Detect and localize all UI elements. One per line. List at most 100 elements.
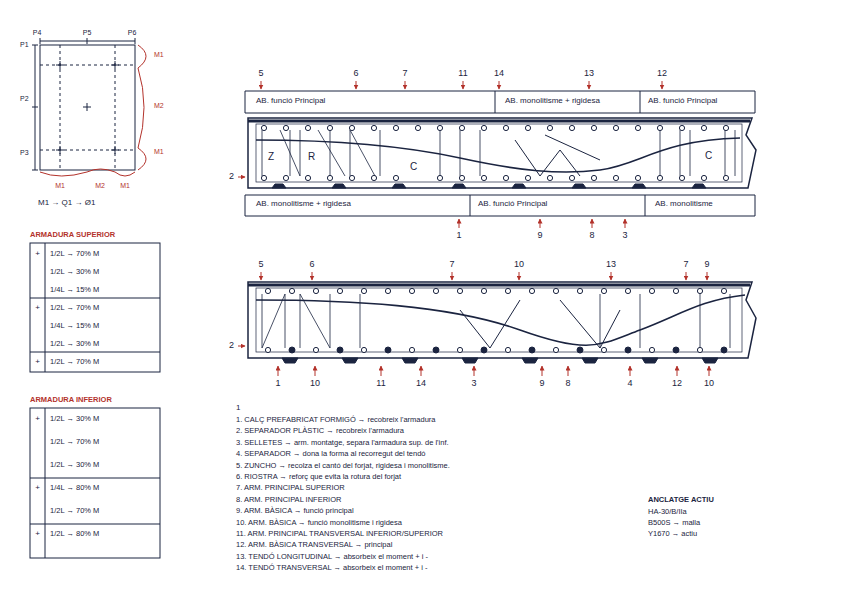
leader-line [592,219,593,228]
beam-section [635,125,640,130]
table-cell: 1/2L → 70% M [50,438,99,447]
beam-section [265,288,270,293]
sign-mark: + [35,357,40,366]
beam-section [262,130,735,176]
sign-mark: + [35,483,40,492]
beam-section [261,175,266,180]
beam-section [613,175,618,180]
note-text: 9. ARM. BÀSICA → funció principal [236,507,354,516]
leader-line [238,346,245,347]
callout-number: 2 [229,340,234,350]
beam-section [625,347,631,353]
column-label: P3 [20,149,29,157]
slab-plan [32,38,146,176]
beam-section [385,347,391,353]
beam-section [547,125,552,130]
slab-plan [56,61,119,154]
beam-section [569,125,574,130]
beam-section [415,125,420,130]
beam-section [701,175,706,180]
beam-section [385,288,390,293]
beam-section [283,125,288,130]
beam-section [657,175,662,180]
note-text: 12. ARM. BÀSICA TRANSVERSAL → principal [236,541,392,550]
beam-section [525,125,530,130]
callout-number: 1 [275,378,280,388]
beam-section [591,125,596,130]
moment-label: M1 [120,182,130,190]
beam-section [245,91,755,92]
callout-number: 7 [402,68,407,78]
rebar-table [30,524,160,525]
moment-label: M2 [95,182,105,190]
callout-number: 11 [376,378,385,388]
slab-plan [87,38,88,44]
beam-section [393,175,398,180]
leader-line [568,366,569,376]
beam-section [679,175,684,180]
beam-section [505,288,510,293]
beam-section [248,120,750,123]
callout-number: 1 [456,230,461,240]
leader-line [315,366,316,376]
zone-label: AB. funció Principal [256,96,325,105]
beam-section [649,288,654,293]
beam-section [721,288,726,293]
beam-section [601,347,606,352]
note-text: 11. ARM. PRINCIPAL TRANSVERSAL INFERIOR/… [236,530,443,539]
callout-number: 3 [622,230,627,240]
note-text: 8. ARM. PRINCIPAL INFERIOR [236,496,341,505]
beam-section [361,347,366,352]
beam-section [282,358,718,363]
beam-section [437,125,442,130]
callout-number: 12 [672,378,682,388]
callout-number: 10 [704,378,714,388]
table-cell: 1/2L → 80% M [50,530,99,539]
beam-section [723,125,728,130]
beam-section [481,125,486,130]
moment-label: M1 [154,148,164,156]
beam-section [305,175,310,180]
callout-number: 5 [258,68,263,78]
leader-line [452,272,453,280]
leader-line [630,366,631,376]
column-label: P4 [33,29,42,37]
moment-label: M1 [55,182,65,190]
beam-section [481,175,486,180]
beam-section [460,300,620,348]
beam-section [337,347,343,353]
callout-number: 5 [258,259,263,269]
leader-line [278,366,279,376]
slab-plan [40,150,135,151]
leader-line [519,272,520,280]
note-text: 6. RIOSTRA → reforç que evita la rotura … [236,473,401,482]
beam-section [679,125,684,130]
slab-plan [32,107,38,108]
beam-section [245,195,755,216]
rebar-table [45,408,46,558]
beam-section [393,125,398,130]
leader-line [709,366,710,376]
leader-line [405,81,406,89]
slab-plan [40,45,135,170]
callout-number: 9 [539,378,544,388]
beam-section [280,130,375,176]
leader-line [707,272,708,280]
beam-section [457,347,462,352]
beam-section [613,125,618,130]
callout-number: 11 [458,68,467,78]
sign-mark: + [35,529,40,538]
beam-section [245,91,755,113]
zone-label: AB. monolitisme [655,199,713,208]
note-text: 14. TENDÓ TRANSVERSAL → absorbeix el mom… [236,564,427,573]
region-letter: Z [268,151,274,163]
beam-section [529,347,535,353]
table-cell: 1/2L → 70% M [50,250,99,259]
beam-section [577,288,582,293]
beam-section [721,347,727,353]
beam-section [265,347,270,352]
table-cell: 1/2L → 30% M [50,461,99,470]
beam-section [625,288,630,293]
zone-label: AB. monolitisme + rigidesa [256,199,351,208]
slab-plan [32,170,38,171]
